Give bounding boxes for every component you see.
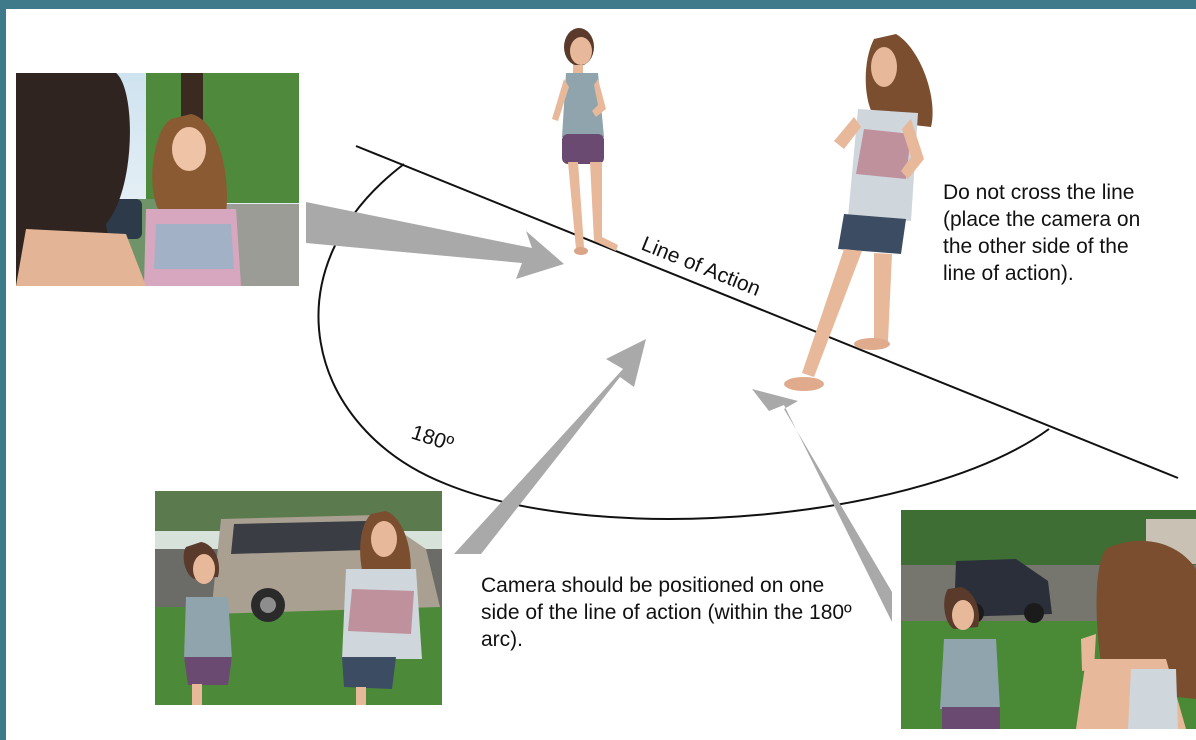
note-do-not-cross: Do not cross the line (place the camera … — [943, 181, 1141, 285]
line-of-action — [355, 145, 1179, 479]
arc-180 — [317, 163, 1050, 520]
arrow-wrong-side — [306, 202, 564, 279]
photo-correct-side-right — [901, 510, 1196, 729]
arc-180-label: 180º — [408, 421, 456, 456]
figure-girl-left — [552, 28, 618, 255]
figure-girl-right — [784, 34, 933, 391]
diagram-svg: Line of Action 180º — [16, 28, 1196, 729]
note-camera-position: Camera should be positioned on one side … — [481, 574, 852, 651]
photo-wrong-side — [16, 73, 299, 286]
arrow-camera-left — [454, 339, 646, 554]
diagram-canvas: Line of Action 180º Do not cross the lin… — [6, 9, 1196, 740]
photo-correct-side-left — [155, 491, 442, 705]
